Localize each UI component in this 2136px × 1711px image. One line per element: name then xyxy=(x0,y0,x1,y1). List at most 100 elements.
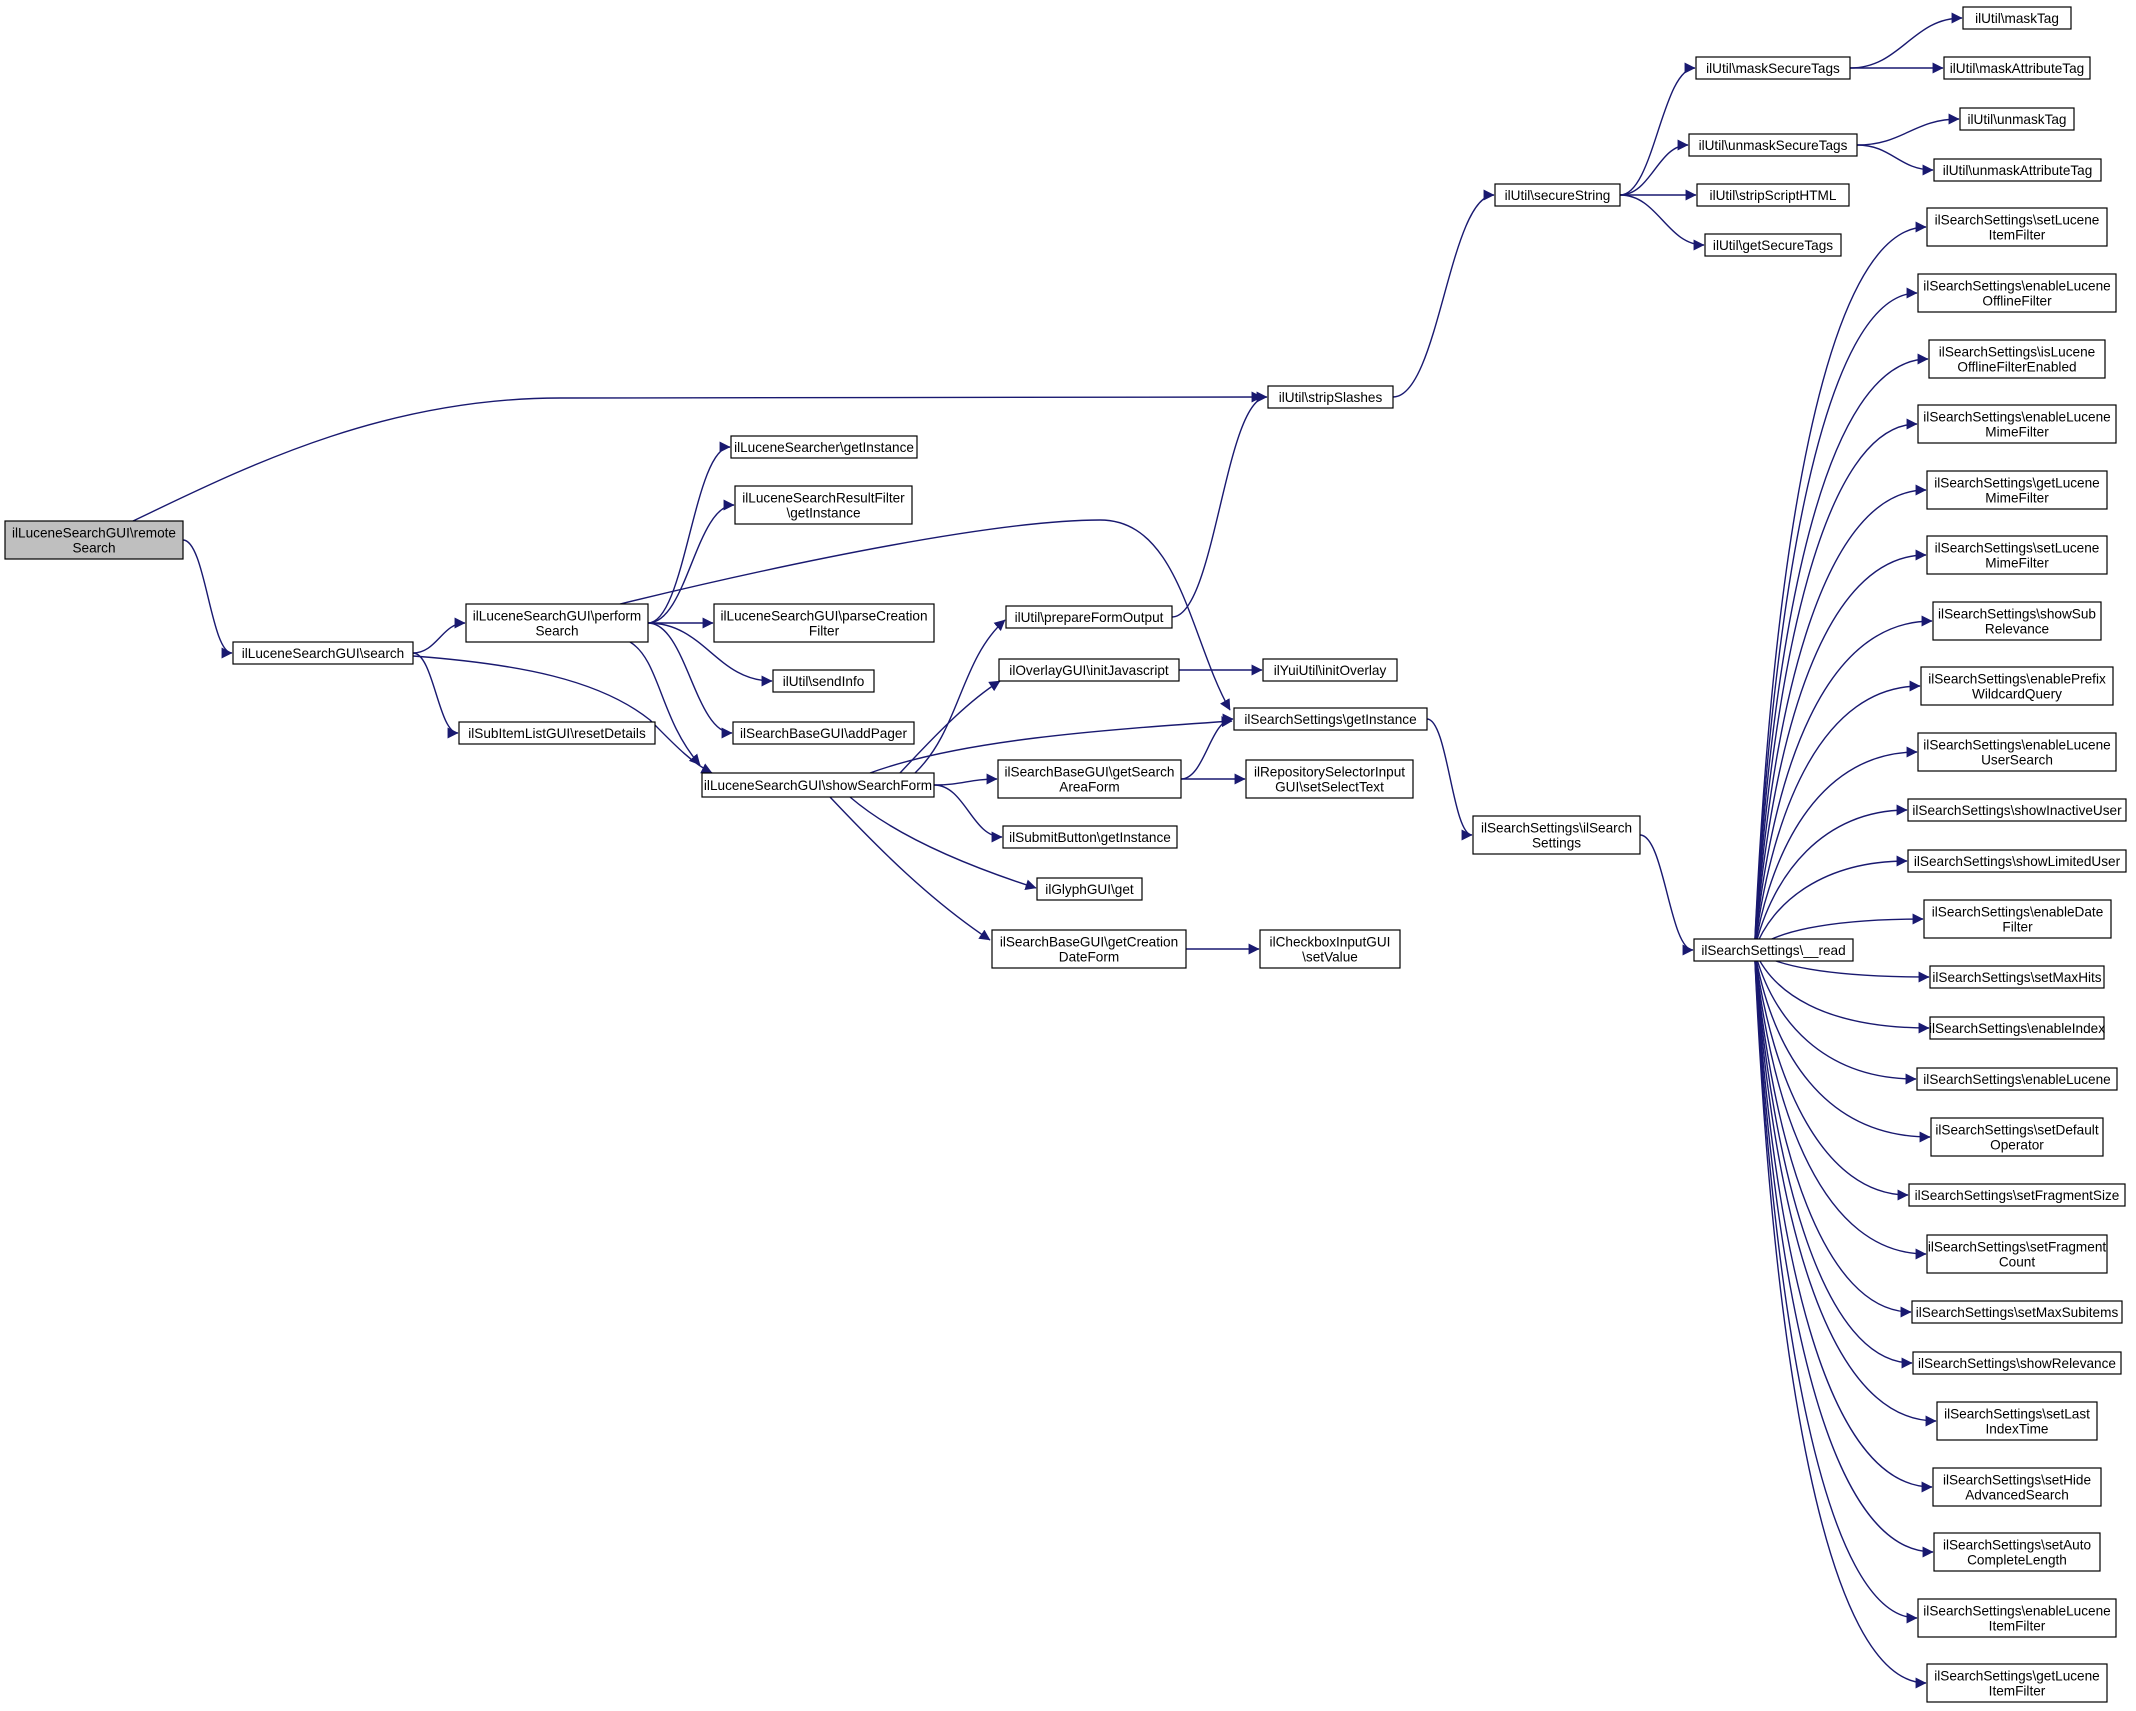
node-label: AreaForm xyxy=(1059,780,1119,795)
node-secureString[interactable]: ilUtil\secureString xyxy=(1494,183,1621,207)
node-setValue[interactable]: ilCheckboxInputGUI\setValue xyxy=(1259,929,1401,969)
node-read[interactable]: ilSearchSettings\__read xyxy=(1693,938,1854,962)
node-stripScriptHTML[interactable]: ilUtil\stripScriptHTML xyxy=(1696,183,1850,207)
node-resultFilterGetInstance[interactable]: ilLuceneSearchResultFilter\getInstance xyxy=(734,485,913,525)
node-showSearchForm[interactable]: ilLuceneSearchGUI\showSearchForm xyxy=(701,772,935,798)
node-initOverlay[interactable]: ilYuiUtil\initOverlay xyxy=(1262,658,1398,682)
node-label: Filter xyxy=(2002,920,2033,935)
node-box xyxy=(991,929,1187,969)
node-searcherGetInstance[interactable]: ilLuceneSearcher\getInstance xyxy=(730,435,918,459)
node-box xyxy=(1907,849,2127,873)
node-label: GUI\setSelectText xyxy=(1275,780,1384,795)
node-label: Operator xyxy=(1990,1138,2044,1153)
node-search[interactable]: ilLuceneSearchGUI\search xyxy=(232,641,414,665)
node-label: ilUtil\maskAttributeTag xyxy=(1950,61,2084,76)
node-stripSlashes[interactable]: ilUtil\stripSlashes xyxy=(1267,385,1394,409)
node-r13[interactable]: ilSearchSettings\setMaxHits xyxy=(1929,965,2105,989)
node-addPager[interactable]: ilSearchBaseGUI\addPager xyxy=(732,721,915,745)
node-glyphGet[interactable]: ilGlyphGUI\get xyxy=(1036,877,1143,901)
node-settingsGetInstance[interactable]: ilSearchSettings\getInstance xyxy=(1233,707,1428,731)
node-r11[interactable]: ilSearchSettings\showLimitedUser xyxy=(1907,849,2127,873)
node-r17[interactable]: ilSearchSettings\setFragmentSize xyxy=(1908,1183,2126,1207)
node-maskAttributeTag[interactable]: ilUtil\maskAttributeTag xyxy=(1943,56,2091,80)
node-label: Settings xyxy=(1532,836,1581,851)
edge-unmaskSecureTags-to-unmaskTag xyxy=(1856,113,1960,146)
node-box xyxy=(1696,183,1850,207)
node-label: Count xyxy=(1999,1255,2035,1270)
node-label: MimeFilter xyxy=(1985,425,2049,440)
node-label: AdvancedSearch xyxy=(1965,1488,2069,1503)
node-label: ilSubmitButton\getInstance xyxy=(1009,830,1171,845)
node-box xyxy=(1695,56,1851,80)
node-r08[interactable]: ilSearchSettings\enablePrefixWildcardQue… xyxy=(1920,666,2114,706)
node-box xyxy=(1911,1300,2123,1324)
node-submitGetInstance[interactable]: ilSubmitButton\getInstance xyxy=(1002,825,1178,849)
node-label: ilSearchSettings\setHide xyxy=(1943,1473,2091,1488)
edge-performSearch-to-searcherGetInstance xyxy=(647,441,731,624)
node-label: Search xyxy=(535,624,578,639)
node-label: Filter xyxy=(809,624,840,639)
node-label: ilSearchSettings\showInactiveUser xyxy=(1912,803,2122,818)
node-box xyxy=(1962,6,2072,30)
node-box xyxy=(465,603,649,643)
node-sendInfo[interactable]: ilUtil\sendInfo xyxy=(772,669,875,693)
node-r14[interactable]: ilSearchSettings\enableIndex xyxy=(1929,1016,2105,1040)
edge-read-to-r15 xyxy=(1753,949,1917,1085)
node-r20[interactable]: ilSearchSettings\showRelevance xyxy=(1912,1351,2122,1375)
node-r10[interactable]: ilSearchSettings\showInactiveUser xyxy=(1907,798,2127,822)
node-r19[interactable]: ilSearchSettings\setMaxSubitems xyxy=(1911,1300,2123,1324)
node-r03[interactable]: ilSearchSettings\isLuceneOfflineFilterEn… xyxy=(1928,339,2106,379)
node-label: CompleteLength xyxy=(1967,1553,2067,1568)
node-box xyxy=(1929,1016,2105,1040)
edge-search-to-performSearch xyxy=(412,617,466,654)
node-label: ilSubItemListGUI\resetDetails xyxy=(468,726,646,741)
node-getSecureTags[interactable]: ilUtil\getSecureTags xyxy=(1704,233,1842,257)
node-setSelectText[interactable]: ilRepositorySelectorInputGUI\setSelectTe… xyxy=(1245,759,1414,799)
node-box xyxy=(1704,233,1842,257)
node-label: ilLuceneSearchGUI\remote xyxy=(12,526,176,541)
edge-search-to-showSearchForm xyxy=(412,655,713,774)
node-maskTag[interactable]: ilUtil\maskTag xyxy=(1962,6,2072,30)
edge-showSearchForm-to-getCreationDateForm xyxy=(829,796,991,941)
node-r02[interactable]: ilSearchSettings\enableLuceneOfflineFilt… xyxy=(1917,273,2117,313)
node-label: ilSearchSettings\enableLucene xyxy=(1923,410,2110,425)
node-label: OfflineFilterEnabled xyxy=(1957,360,2076,375)
node-box xyxy=(1959,107,2075,131)
node-box xyxy=(1936,1401,2098,1441)
edge-read-to-r19 xyxy=(1753,949,1912,1318)
node-label: ilGlyphGUI\get xyxy=(1045,882,1134,897)
node-label: ilSearchSettings\setLast xyxy=(1944,1407,2090,1422)
node-prepareFormOutput[interactable]: ilUtil\prepareFormOutput xyxy=(1005,605,1173,629)
node-label: ilSearchSettings\isLucene xyxy=(1939,345,2095,360)
node-unmaskAttributeTag[interactable]: ilUtil\unmaskAttributeTag xyxy=(1933,158,2102,182)
node-r15[interactable]: ilSearchSettings\enableLucene xyxy=(1916,1067,2118,1091)
node-resetDetails[interactable]: ilSubItemListGUI\resetDetails xyxy=(458,721,656,745)
edge-performSearch-to-sendInfo xyxy=(647,622,773,687)
node-ilSearchSettingsCtor[interactable]: ilSearchSettings\ilSearchSettings xyxy=(1472,815,1641,855)
edge-read-to-r23 xyxy=(1753,949,1934,1558)
node-unmaskTag[interactable]: ilUtil\unmaskTag xyxy=(1959,107,2075,131)
node-unmaskSecureTags[interactable]: ilUtil\unmaskSecureTags xyxy=(1688,133,1858,157)
node-maskSecureTags[interactable]: ilUtil\maskSecureTags xyxy=(1695,56,1851,80)
node-initJavascript[interactable]: ilOverlayGUI\initJavascript xyxy=(998,658,1180,682)
node-box xyxy=(1688,133,1858,157)
